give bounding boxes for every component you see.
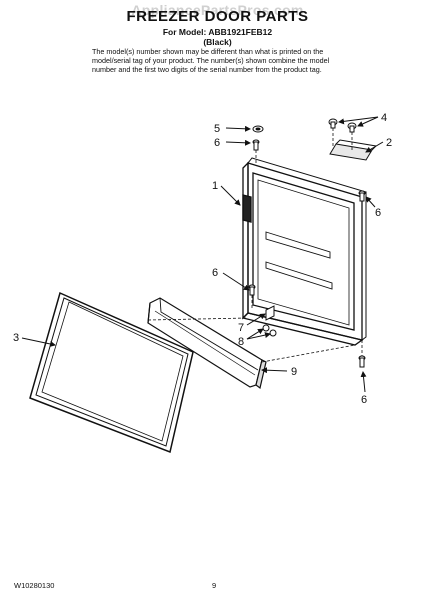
door-gasket (29, 291, 194, 454)
callout-9: 9 (291, 366, 297, 378)
callout-2: 2 (386, 137, 392, 149)
callout-5: 5 (214, 123, 220, 135)
callout-6-right: 6 (375, 207, 381, 219)
hinge-bracket (329, 139, 378, 161)
door-shelf-bin (147, 297, 267, 390)
callout-6-bottom: 6 (361, 394, 367, 406)
watermark: AppliancePartsPros.com (131, 2, 304, 18)
page-title: FREEZER DOOR PARTS (126, 8, 309, 25)
callout-7: 7 (238, 322, 244, 334)
model-color: (Black) (203, 37, 232, 47)
callout-8: 8 (238, 336, 244, 348)
model-line: For Model: ABB1921FEB12 (162, 27, 273, 37)
model-note: The model(s) number shown may be differe… (92, 47, 330, 74)
page-number: 9 (212, 581, 217, 590)
callout-1: 1 (212, 180, 218, 192)
callout-6-top: 6 (214, 137, 220, 149)
callout-4: 4 (381, 112, 387, 124)
document-number: W10280130 (14, 581, 55, 590)
callout-3: 3 (13, 332, 19, 344)
callout-6-left: 6 (212, 267, 218, 279)
callout-leaders (21, 116, 384, 393)
assembly-lines (147, 128, 363, 363)
door-panel (241, 157, 367, 346)
